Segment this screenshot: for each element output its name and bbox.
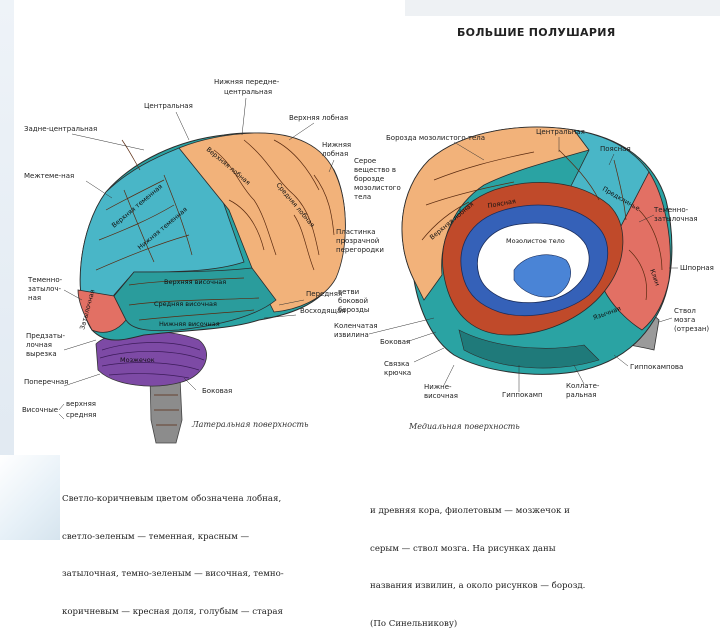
label: Коленчатая <box>334 322 378 330</box>
slide-frame-top <box>405 0 720 16</box>
label: Теменно- <box>27 276 63 284</box>
label: Поперечная <box>24 378 68 386</box>
label: Нижне- <box>424 383 452 391</box>
label: Теменно- <box>653 206 689 214</box>
label: Поясная <box>600 145 631 153</box>
label: Пластинка <box>336 228 376 236</box>
label: вещество в <box>354 166 396 174</box>
label: височная <box>424 392 458 400</box>
description-left: Светло-коричневым цветом обозначена лобн… <box>62 468 284 631</box>
lateral-brain-view: Верхняя лобная Средняя лобная Верхняя те… <box>22 78 401 444</box>
label: затылочная <box>654 215 698 223</box>
description-line: светло-зеленым — теменная, красным — <box>62 531 250 542</box>
label: Центральная <box>144 102 193 110</box>
slide-frame-left <box>0 0 14 540</box>
frontal-lobe-lateral <box>178 132 346 313</box>
page-title: БОЛЬШИЕ ПОЛУШАРИЯ <box>457 26 616 39</box>
label: Серое <box>354 157 376 165</box>
label: ная <box>28 294 41 302</box>
label: извилина <box>334 331 369 339</box>
description-line: названия извилин, а около рисунков — бор… <box>370 581 586 591</box>
slide-frame-corner <box>0 455 60 540</box>
gyrus-label: Мозжечок <box>120 356 155 364</box>
label: тела <box>354 193 371 201</box>
label: Гиппокампова <box>630 363 683 371</box>
label: верхняя <box>66 400 96 408</box>
label: затылоч- <box>28 285 62 293</box>
label: Ствол <box>674 307 696 315</box>
label: вырезка <box>26 350 57 358</box>
label: борозды <box>338 306 369 314</box>
label: Коллате- <box>566 382 600 390</box>
figure-page: БОЛЬШИЕ ПОЛУШАРИЯ Верхняя лобная Средняя… <box>14 0 720 629</box>
label: Борозда мозолистого тела <box>386 134 485 142</box>
medial-caption: Медиальная поверхность <box>408 422 520 431</box>
description-line: серым — ствол мозга. На рисунках даны <box>370 543 556 554</box>
label: Нижняя <box>322 141 351 149</box>
label: ветви <box>338 288 359 296</box>
label: Передняя <box>306 290 342 298</box>
label: Верхняя лобная <box>289 114 348 122</box>
label: Центральная <box>536 128 585 136</box>
label: ральная <box>566 391 596 399</box>
label: Нижняя передне- <box>214 78 280 86</box>
label: мозга <box>674 316 695 324</box>
label: Связка <box>384 360 409 368</box>
label: крючка <box>384 369 411 377</box>
label: Межтеме-ная <box>24 172 74 180</box>
label: боковой <box>338 297 368 305</box>
label: лочная <box>26 341 52 349</box>
description-right: и древняя кора, фиолетовым — мозжечок и … <box>370 480 585 643</box>
label: прозрачной <box>336 237 379 245</box>
lateral-caption: Латеральная поверхность <box>191 420 308 429</box>
description-line: коричневым — кресная доля, голубым — ста… <box>62 606 283 617</box>
label: перегородки <box>336 246 384 254</box>
label: Гиппокамп <box>502 391 543 399</box>
gyrus-label: Нижняя височная <box>159 320 220 328</box>
gyrus-label: Средняя височная <box>154 300 217 308</box>
label: Задне-центральная <box>24 125 97 133</box>
description-line: Светло-коричневым цветом обозначена лобн… <box>62 494 282 504</box>
temporal-lobe-lateral <box>113 267 277 332</box>
label: Височные <box>22 406 58 414</box>
label: лобная <box>322 150 348 158</box>
label: (отрезан) <box>674 325 709 333</box>
medial-brain-view: Верхняя лобная Мозолистое тело Поясная К… <box>334 126 714 431</box>
label: Восходящая <box>300 307 346 315</box>
label: мозолистого <box>354 184 401 192</box>
gyrus-label: Верхняя височная <box>164 278 226 286</box>
occipital-lobe-medial <box>603 171 671 331</box>
label: центральная <box>224 88 272 96</box>
label: Боковая <box>380 338 410 346</box>
description-line: (По Синельникову) <box>370 618 458 629</box>
label: Шпорная <box>680 264 714 272</box>
description-line: затылочная, темно-зеленым — височная, те… <box>62 569 284 579</box>
label: средняя <box>66 411 96 419</box>
label: борозде <box>354 175 384 183</box>
description-line: и древняя кора, фиолетовым — мозжечок и <box>370 506 570 516</box>
brain-figure: БОЛЬШИЕ ПОЛУШАРИЯ Верхняя лобная Средняя… <box>22 26 714 444</box>
gyrus-label: Мозолистое тело <box>506 237 565 245</box>
label: Боковая <box>202 387 232 395</box>
label: Предзаты- <box>26 332 65 340</box>
